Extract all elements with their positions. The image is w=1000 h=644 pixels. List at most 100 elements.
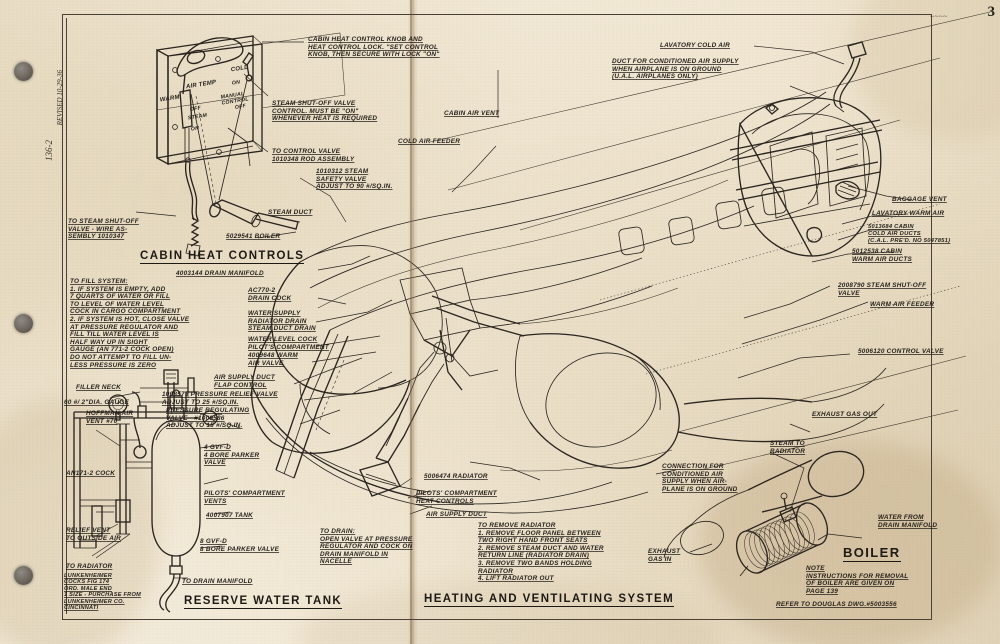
label-connection-for-conditioned-air: CONNECTION FOR CONDITIONED AIR SUPPLY WH…: [662, 463, 738, 493]
to-drain-step: NACELLE: [320, 558, 352, 566]
label-baggage-vent: BAGGAGE VENT: [892, 196, 947, 203]
panel-label-cold: COLD: [230, 64, 250, 74]
label-cabin-air-vent: CABIN AIR VENT: [444, 110, 500, 117]
boiler-note-reference: REFER TO DOUGLAS DWG.#5003556: [776, 601, 897, 608]
label-steam-safety-valve: 1010312 STEAM SAFETY VALVE ADJUST TO 90 …: [316, 168, 393, 191]
boiler-note-line: PAGE 139: [806, 587, 839, 595]
to-drain-step: OPEN VALVE AT PRESSURE: [320, 535, 413, 543]
boiler-note-block: NOTE INSTRUCTIONS FOR REMOVAL OF BOILER …: [806, 565, 908, 595]
label-pressure-relief-valve: 1008579 PRESSURE RELIEF VALVE ADJUST TO …: [162, 391, 278, 406]
margin-code: 136-2: [44, 140, 54, 161]
to-fill-system-step: GAUGE (AN 771-2 COCK OPEN): [70, 346, 174, 354]
to-fill-system-step: 7 QUARTS OF WATER OR FILL: [70, 293, 171, 301]
to-fill-system-step: DO NOT ATTEMPT TO FILL UN-: [70, 353, 172, 361]
label-air-supply-duct-flap-control: AIR SUPPLY DUCT FLAP CONTROL: [214, 374, 276, 389]
label-duct-for-conditioned-air: DUCT FOR CONDITIONED AIR SUPPLY WHEN AIR…: [612, 58, 739, 81]
to-fill-system-step: 1. IF SYSTEM IS EMPTY, ADD: [70, 285, 166, 293]
label-gauge: 60 #/ 2"DIA. GAUGE: [64, 399, 130, 406]
boiler-note-line: OF BOILER ARE GIVEN ON: [806, 580, 895, 588]
binder-punch-hole: [14, 566, 33, 585]
label-cold-air-feeder: COLD AIR FEEDER: [398, 138, 461, 145]
label-lunkenheimer: LUNKENHEIMER COCKS FIG 174 ORD. MALE END…: [64, 573, 141, 612]
label-pilots-compartment-heat-controls: PILOTS' COMPARTMENT HEAT CONTROLS: [416, 490, 497, 505]
label-an-cock: AN171-2 COCK: [66, 470, 116, 477]
label-to-drain-manifold: TO DRAIN MANIFOLD: [182, 578, 253, 585]
section-title-boiler: BOILER: [843, 545, 901, 562]
to-remove-radiator-step: 2. REMOVE STEAM DUCT AND WATER: [478, 544, 604, 552]
label-cabin-cold-air-ducts: 5013684 CABIN COLD AIR DUCTS (C.A.L. PRE…: [868, 224, 951, 244]
panel-label-off: OFF: [234, 103, 247, 111]
to-drain-step: DRAIN MANIFOLD IN: [320, 550, 389, 558]
label-filler-neck: FILLER NECK: [76, 384, 121, 391]
to-fill-system-step: COCK IN CARGO COMPARTMENT: [70, 308, 181, 316]
label-water-level-cock: WATER LEVEL COCK PILOT'S COMPARTMENT: [248, 336, 329, 351]
to-remove-radiator-step: 4. LIFT RADIATOR OUT: [478, 575, 554, 583]
label-air-supply-duct: AIR SUPPLY DUCT: [426, 511, 488, 518]
label-lavatory-warm-air: LAVATORY WARM AIR: [872, 210, 945, 217]
panel-label-steam: STEAM: [187, 112, 208, 122]
label-parker-valve-4: 4 GVF-D 4 BORE PARKER VALVE: [204, 444, 260, 467]
lavatory-section-drawing: [729, 41, 883, 257]
label-cabin-heat-control-knob: CABIN HEAT CONTROL KNOB AND HEAT CONTROL…: [308, 36, 440, 59]
to-remove-radiator-block: TO REMOVE RADIATOR 1. REMOVE FLOOR PANEL…: [478, 522, 604, 583]
label-tank-part: 4007907 TANK: [206, 512, 253, 519]
section-title-cabin-heat-controls: CABIN HEAT CONTROLS: [140, 250, 305, 264]
to-fill-system-heading: TO FILL SYSTEM:: [70, 278, 128, 285]
to-remove-radiator-step: 1. REMOVE FLOOR PANEL BETWEEN: [478, 529, 601, 537]
boiler-note-heading: NOTE: [806, 565, 825, 572]
corner-scribble: ~~~~: [930, 12, 948, 21]
label-control-valve-right: 5006120 CONTROL VALVE: [858, 348, 944, 355]
to-fill-system-step: AT PRESSURE REGULATOR AND: [70, 323, 179, 331]
label-relief-vent: RELIEF VENT TO OUTSIDE AIR: [66, 527, 121, 542]
page-number: 3: [987, 4, 996, 20]
label-exhaust-gas-in: EXHAUST GAS IN: [648, 548, 681, 563]
label-pilots-compartment-vents: PILOTS' COMPARTMENT VENTS: [204, 490, 285, 505]
label-steam-shut-off-valve-right: 2008790 STEAM SHUT-OFF VALVE: [838, 282, 927, 297]
label-to-steam-shut-off-valve: TO STEAM SHUT-OFF VALVE - WIRE AS- SEMBL…: [68, 218, 139, 241]
label-radiator-part: 5006474 RADIATOR: [424, 473, 488, 480]
label-steam-shut-off-valve-control: STEAM SHUT-OFF VALVE CONTROL. MUST BE "O…: [272, 100, 378, 123]
label-to-radiator: TO RADIATOR: [66, 563, 113, 570]
label-lavatory-cold-air: LAVATORY COLD AIR: [660, 42, 731, 49]
binder-punch-hole: [14, 62, 33, 81]
to-fill-system-step: LESS PRESSURE IS ZERO: [70, 361, 157, 369]
to-fill-system-block: TO FILL SYSTEM: 1. IF SYSTEM IS EMPTY, A…: [70, 278, 189, 369]
label-hoffman-air-vent: HOFFMAN AIR VENT #70: [86, 410, 134, 425]
to-remove-radiator-step: TWO RIGHT HAND FRONT SEATS: [478, 537, 588, 545]
to-remove-radiator-step: RETURN LINE (RADIATOR DRAIN): [478, 552, 590, 560]
panel-label-warm: WARM: [159, 94, 181, 104]
label-water-from-drain-manifold: WATER FROM DRAIN MANIFOLD: [878, 514, 938, 529]
to-drain-block: TO DRAIN: OPEN VALVE AT PRESSURE REGULAT…: [320, 528, 412, 566]
to-drain-heading: TO DRAIN:: [320, 528, 356, 535]
to-fill-system-step: 2. IF SYSTEM IS HOT, CLOSE VALVE: [70, 315, 190, 323]
label-warm-air-valve: 4009648 WARM AIR VALVE: [248, 352, 298, 367]
label-drain-cock: AC770-2 DRAIN COCK: [248, 287, 292, 302]
label-exhaust-gas-out: EXHAUST GAS OUT: [812, 411, 878, 418]
revision-margin-note: REVISED 10-29-36: [56, 70, 64, 126]
to-fill-system-step: TO LEVEL OF WATER LEVEL: [70, 300, 165, 308]
section-title-reserve-water-tank: RESERVE WATER TANK: [184, 595, 343, 609]
panel-label-on: ON: [231, 79, 241, 87]
label-pressure-regulating-valve: PRESSURE REGULATING VALVE - #1009586 ADJ…: [166, 407, 250, 430]
boiler-note-line: INSTRUCTIONS FOR REMOVAL: [806, 572, 909, 580]
to-fill-system-step: FILL TILL WATER LEVEL IS: [70, 331, 159, 339]
to-remove-radiator-heading: TO REMOVE RADIATOR: [478, 522, 556, 529]
panel-label-steam-on: ON: [190, 125, 200, 133]
cabin-heat-control-panel-drawing: [156, 32, 346, 257]
to-remove-radiator-step: RADIATOR: [478, 567, 514, 575]
label-steam-duct: STEAM DUCT: [268, 209, 313, 216]
label-drain-manifold-top: 4003144 DRAIN MANIFOLD: [176, 270, 264, 277]
label-boiler-part: 5029541 BOILER: [226, 233, 281, 240]
panel-label-air-temp: AIR TEMP: [185, 79, 217, 91]
binder-punch-hole: [14, 314, 33, 333]
label-water-supply-radiator-drain: WATER SUPPLY RADIATOR DRAIN STEAM DUCT D…: [248, 310, 316, 333]
label-to-control-valve-rod: TO CONTROL VALVE 1010348 ROD ASSEMBLY: [272, 148, 355, 163]
section-title-heating-and-ventilating: HEATING AND VENTILATING SYSTEM: [424, 593, 675, 607]
label-warm-air-feeder: WARM AIR FEEDER: [870, 301, 935, 308]
label-cabin-warm-air-ducts: 5012538 CABIN WARM AIR DUCTS: [852, 248, 913, 263]
to-fill-system-step: HALF WAY UP IN SIGHT: [70, 338, 148, 346]
paper-stain: [850, 0, 1000, 140]
label-steam-to-radiator: STEAM TO RADIATOR: [770, 440, 806, 455]
label-parker-valve-8: 8 GVF-D 8 BORE PARKER VALVE: [200, 538, 280, 553]
